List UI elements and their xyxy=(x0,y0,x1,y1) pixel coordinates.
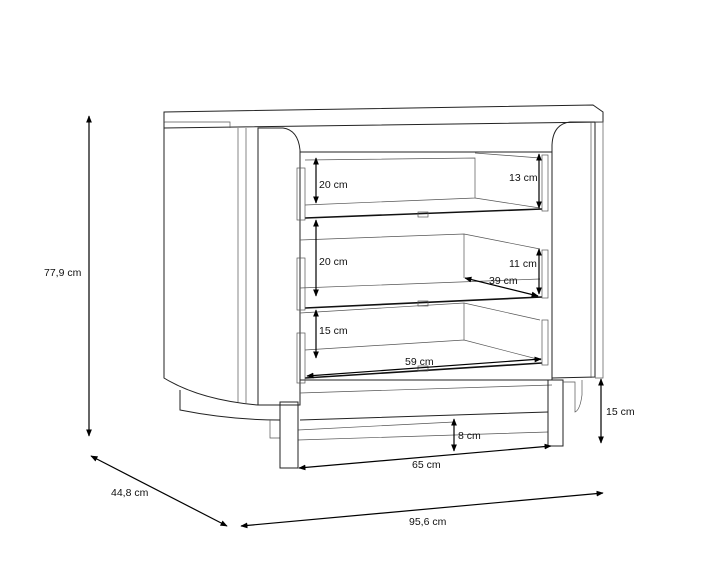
plinth xyxy=(179,390,549,421)
right-leg xyxy=(547,379,564,447)
width-label: 95,6 cm xyxy=(409,516,447,528)
drawer-depth-label: 39 cm xyxy=(489,275,518,287)
width-dimension-line xyxy=(240,490,604,529)
drawer2-side-height-label: 11 cm xyxy=(509,258,537,270)
depth-dimension-line xyxy=(90,455,228,527)
cabinet xyxy=(163,104,604,469)
drawer3-height-label: 15 cm xyxy=(319,325,348,337)
inner-width-dimension-line xyxy=(298,443,552,471)
drawer-width-label: 59 cm xyxy=(405,356,434,368)
left-side-panel xyxy=(163,122,259,406)
drawer1-height-label: 20 cm xyxy=(319,179,348,191)
drawer-width-dimension-line xyxy=(306,356,542,379)
left-door xyxy=(257,127,301,406)
depth-label: 44,8 cm xyxy=(111,487,149,499)
drawer2-height-label: 20 cm xyxy=(319,256,348,268)
right-door xyxy=(551,121,596,379)
drawer-depth-line xyxy=(464,276,539,298)
drawer-2 xyxy=(296,233,543,311)
leg-height-label: 15 cm xyxy=(606,406,635,418)
drawer1-side-height-label: 13 cm xyxy=(509,172,538,184)
inner-width-label: 65 cm xyxy=(412,459,441,471)
drawer-1 xyxy=(296,152,543,221)
left-leg xyxy=(279,401,299,469)
plinth-height-label: 8 cm xyxy=(458,430,481,442)
height-label: 77,9 cm xyxy=(44,267,82,279)
